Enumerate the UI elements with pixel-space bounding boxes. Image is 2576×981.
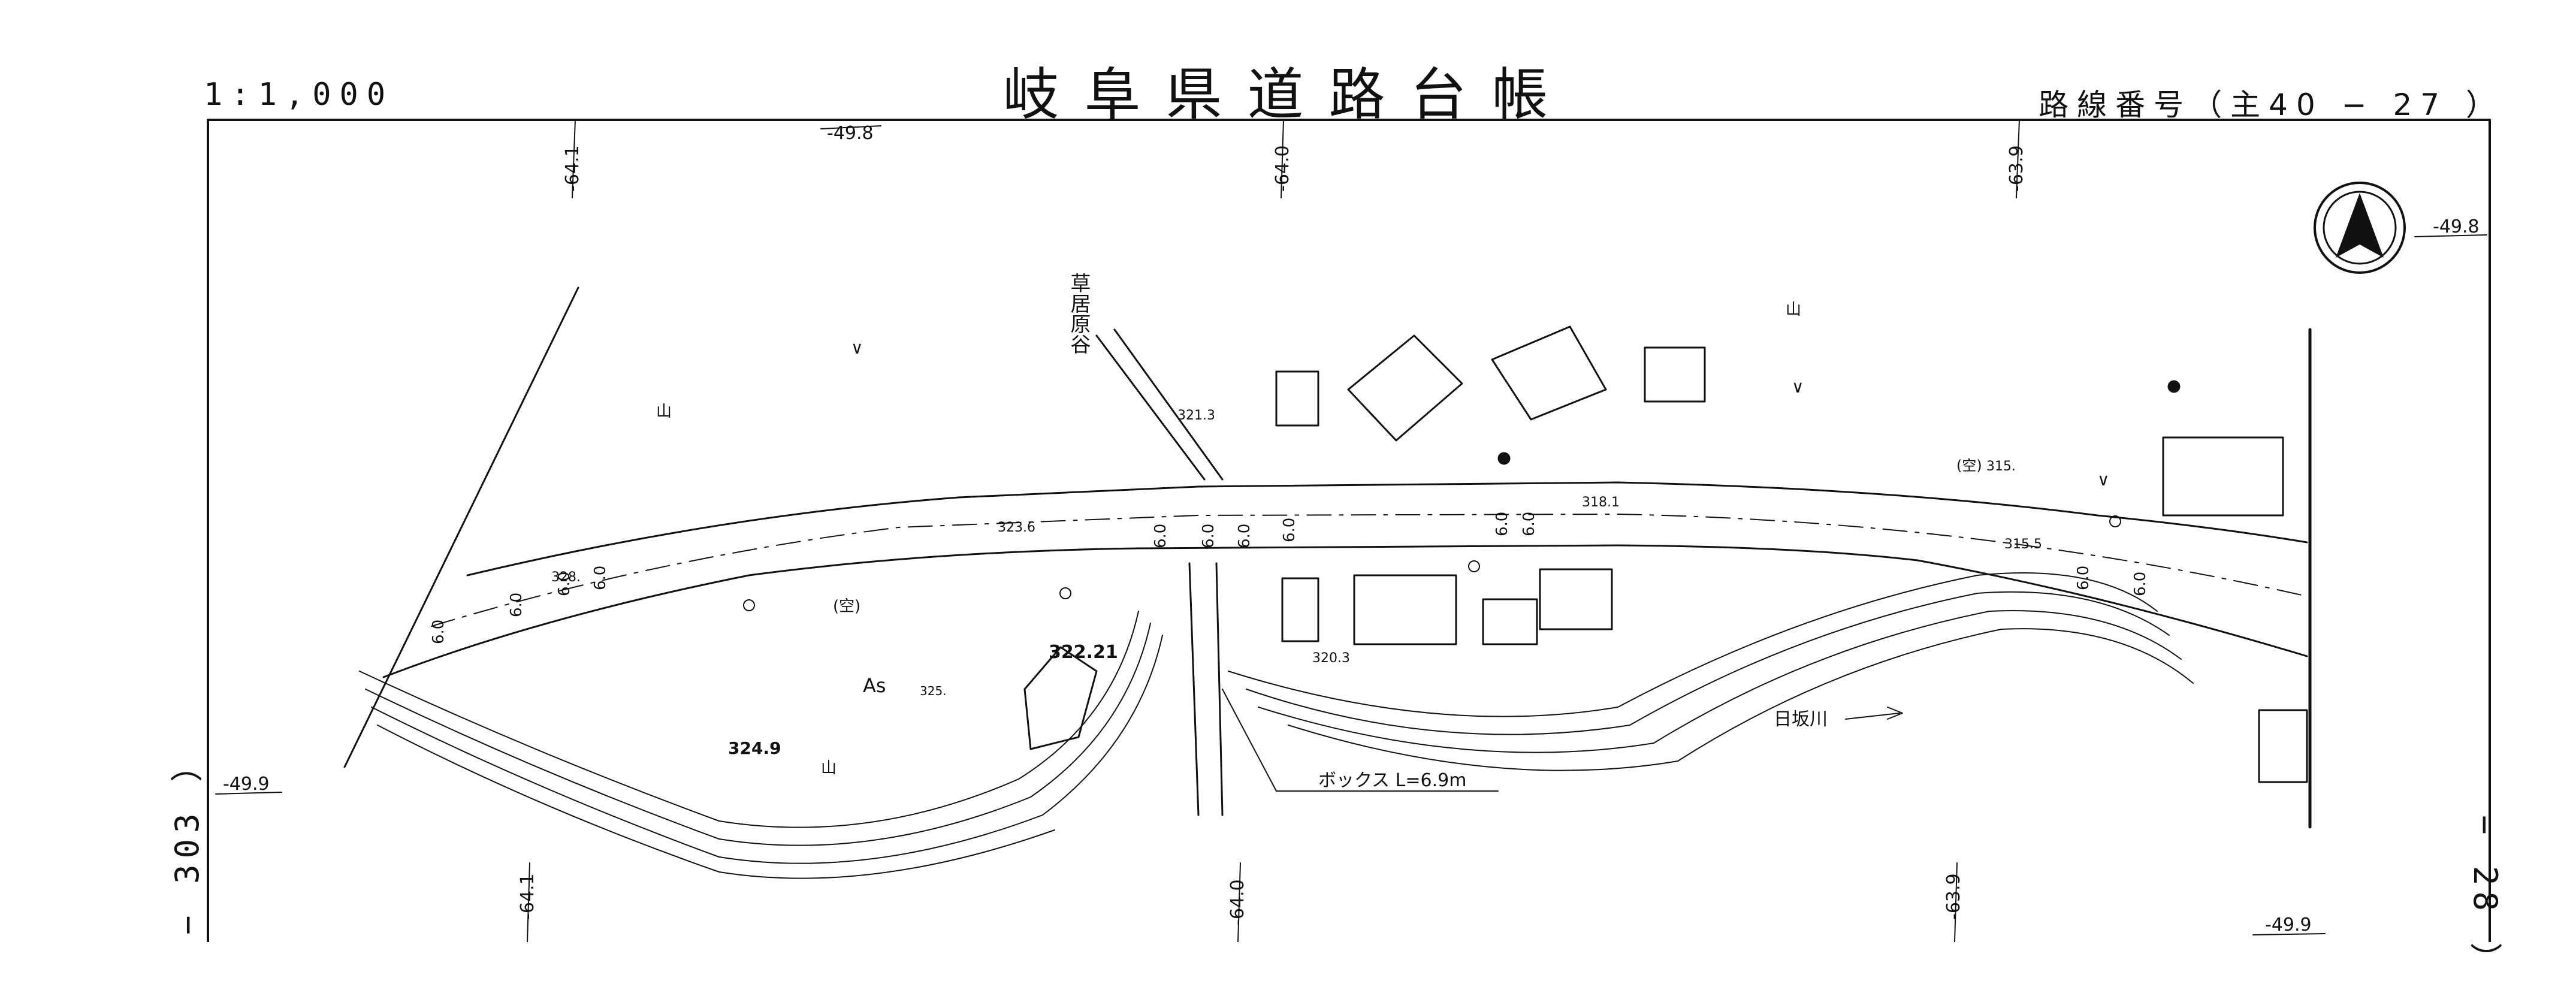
grid-coord-label: -49.9 <box>223 774 270 795</box>
field-label-1: ∨ <box>851 338 863 358</box>
road-map-drawing: 草居原谷 日坂川 ボックス L=6.9m As (空) (空) 山 山 山 ∨ … <box>207 119 2491 942</box>
lane-width-label: 6.0 <box>508 593 526 617</box>
road-edges <box>382 481 2308 678</box>
grid-coord-label: -64.0 <box>1227 879 1248 926</box>
lane-width-label: 6.0 <box>1493 512 1511 536</box>
elevation-label: 323.6 <box>998 520 1035 535</box>
river-flow-arrow <box>1845 707 1903 720</box>
lane-width-label: 6.0 <box>430 620 448 644</box>
lane-width-label: 6.0 <box>1200 524 1218 548</box>
mountain-label-1: 山 <box>656 403 672 421</box>
grid-coord-label: -63.9 <box>1943 873 1964 920</box>
elevation-label: 324.9 <box>728 738 781 758</box>
scale-label: 1:1,000 <box>204 77 394 113</box>
river-name-label: 日坂川 <box>1774 709 1828 730</box>
lane-width-label: 6.0 <box>555 572 573 596</box>
lane-width-label: 6.0 <box>591 566 609 590</box>
elevation-label: 315. <box>1986 459 2016 474</box>
slope-contours <box>359 572 2194 879</box>
elevation-label: 320.3 <box>1312 651 1350 666</box>
buildings <box>1023 325 2308 783</box>
mountain-label-2: 山 <box>821 759 836 777</box>
elevation-label: 321.3 <box>1177 408 1215 423</box>
elevation-label: 325. <box>920 684 947 698</box>
grid-coord-label: -49.9 <box>2265 914 2312 935</box>
map-labels: 草居原谷 日坂川 ボックス L=6.9m As (空) (空) 山 山 山 ∨ … <box>223 123 2480 935</box>
stream-channel <box>1095 328 1499 816</box>
vacant-label-1: (空) <box>833 597 860 615</box>
box-culvert-label: ボックス L=6.9m <box>1318 770 1466 791</box>
lane-width-label: 6.0 <box>1152 524 1170 548</box>
field-label-2: ∨ <box>1792 377 1804 397</box>
elevation-label: 318.1 <box>1582 495 1620 510</box>
elevation-label: 322.21 <box>1049 642 1118 663</box>
mountain-label-3: 山 <box>1786 301 1801 319</box>
elevation-label: 315.5 <box>2004 537 2042 552</box>
map-frame <box>207 119 2491 942</box>
lane-width-label: 6.0 <box>2074 566 2092 590</box>
lane-width-label: 6.0 <box>1520 512 1538 536</box>
grid-coord-label: -64.0 <box>1272 145 1293 192</box>
grid-coord-label: -64.1 <box>517 873 538 920</box>
elevation-label: 328. <box>551 570 581 585</box>
grid-coord-label: -64.1 <box>562 145 583 192</box>
grid-coord-label: -49.8 <box>2433 216 2480 237</box>
grid-coord-label: -49.8 <box>827 123 874 144</box>
grid-ticks <box>215 119 2487 942</box>
lane-width-label: 6.0 <box>2131 572 2149 596</box>
utility-poles <box>743 380 2181 611</box>
grid-coord-label: -63.9 <box>2006 145 2027 192</box>
lane-width-label: 6.0 <box>1281 518 1298 542</box>
map-clip-edge <box>343 286 579 768</box>
field-label-3: ∨ <box>2097 470 2110 490</box>
vacant-label-2: (空) <box>1956 457 1982 474</box>
asphalt-label: As <box>863 674 886 697</box>
north-arrow-icon <box>2314 182 2406 274</box>
map-title: 岐阜県道路台帳 <box>1002 62 1574 128</box>
route-number: 路線番号（主40 − 27 ） <box>2039 87 2504 122</box>
stream-name-label: 草居原谷 <box>1067 273 1091 354</box>
lane-width-label: 6.0 <box>1236 524 1254 548</box>
